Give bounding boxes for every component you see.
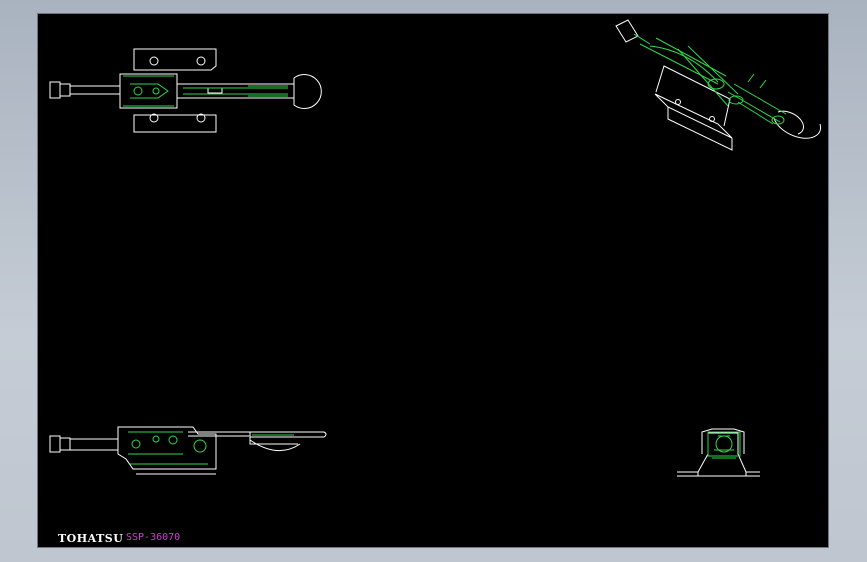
drawing-viewport[interactable]: TOHATSU SSP-36070 [37, 13, 829, 548]
model-number: SSP-36070 [126, 532, 181, 543]
side-view [677, 428, 760, 477]
cad-drawing [49, 19, 822, 477]
brand-label: TOHATSU [58, 532, 124, 545]
top-view [49, 48, 322, 133]
front-view [49, 426, 327, 475]
isometric-view [615, 19, 822, 151]
